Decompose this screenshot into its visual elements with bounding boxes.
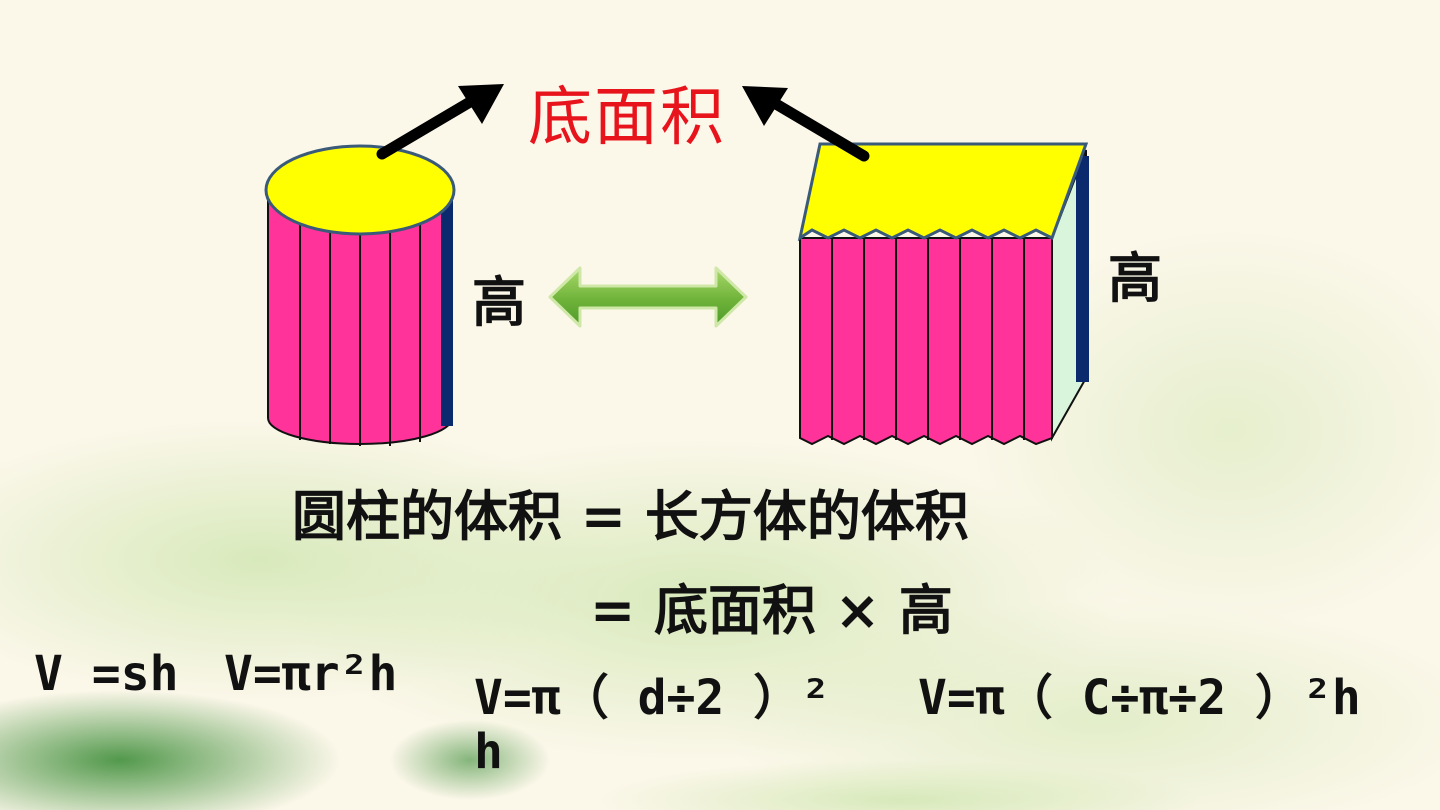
cylinder-top-face [264,144,456,236]
volume-equation-line2: = 底面积 × 高 [590,579,953,642]
cuboid-height-bar [1076,156,1089,382]
formula-radius: V=πr²h [224,646,398,702]
base-area-label: 底面积 [528,81,726,155]
cylinder-height-bar [441,200,453,426]
formula-sh: V =sh [34,646,179,702]
formula-circumference: V=π（ C÷π÷2 ）²h [918,670,1361,726]
formula-diameter: V=π（ d÷2 ）² [474,670,831,726]
watercolor-background [0,230,1440,810]
formula-diameter-h: h [474,724,503,780]
cylinder-shape [264,144,456,446]
black-arrow-icon [376,84,504,160]
cuboid-stripes [831,238,1025,440]
volume-equation-line1: 圆柱的体积 = 长方体的体积 [292,485,969,548]
cylinder-stripes [299,196,421,446]
black-arrow-icon [742,86,870,162]
double-arrow-icon [548,266,748,328]
cuboid-top-face [797,142,1089,242]
cylinder-height-label: 高 [472,271,526,334]
cuboid-shape [797,142,1089,446]
cuboid-height-label: 高 [1108,247,1162,310]
